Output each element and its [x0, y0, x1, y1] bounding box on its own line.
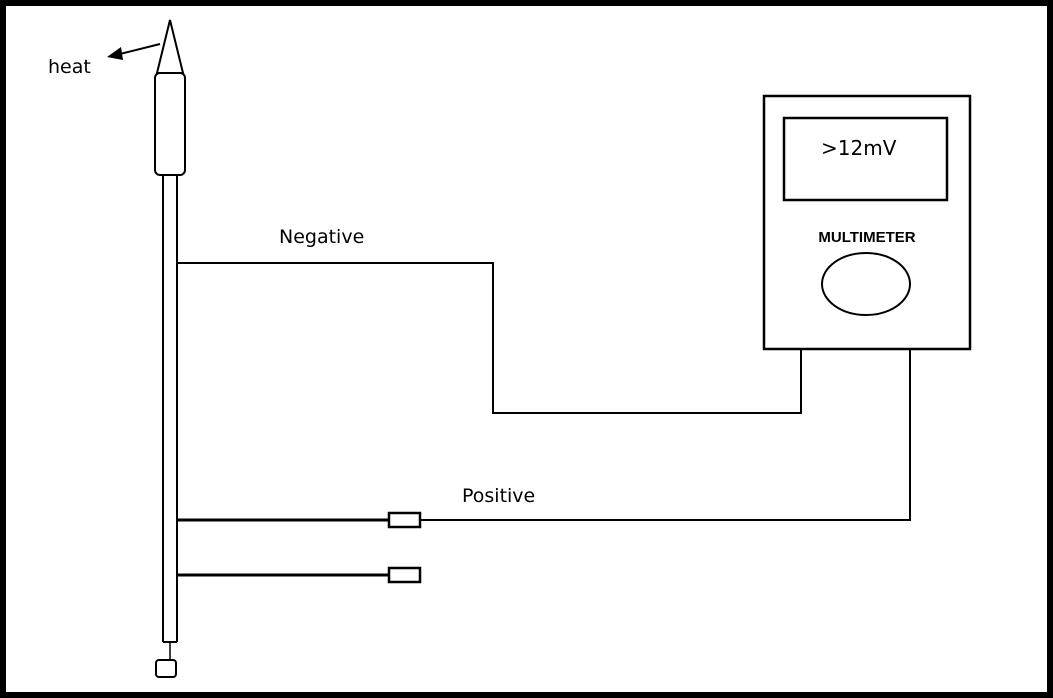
- second-lead: [177, 566, 422, 584]
- probe-tip: [155, 19, 185, 74]
- multimeter-dial: [821, 252, 911, 316]
- probe-shaft: [162, 175, 178, 643]
- multimeter-reading: >12mV: [821, 136, 897, 160]
- heat-label: heat: [48, 56, 91, 78]
- negative-label: Negative: [279, 226, 364, 248]
- heat-arrow: [107, 43, 161, 60]
- positive-label: Positive: [462, 485, 535, 507]
- second-connector: [387, 566, 422, 584]
- probe-handle: [154, 72, 186, 176]
- positive-wire: [177, 328, 911, 529]
- negative-wire: [177, 262, 802, 414]
- multimeter-display: [782, 116, 949, 202]
- multimeter: >12mV MULTIMETER: [762, 94, 972, 351]
- positive-connector: [387, 511, 422, 529]
- probe-bottom-end: [155, 642, 177, 678]
- multimeter-label: MULTIMETER: [818, 229, 915, 246]
